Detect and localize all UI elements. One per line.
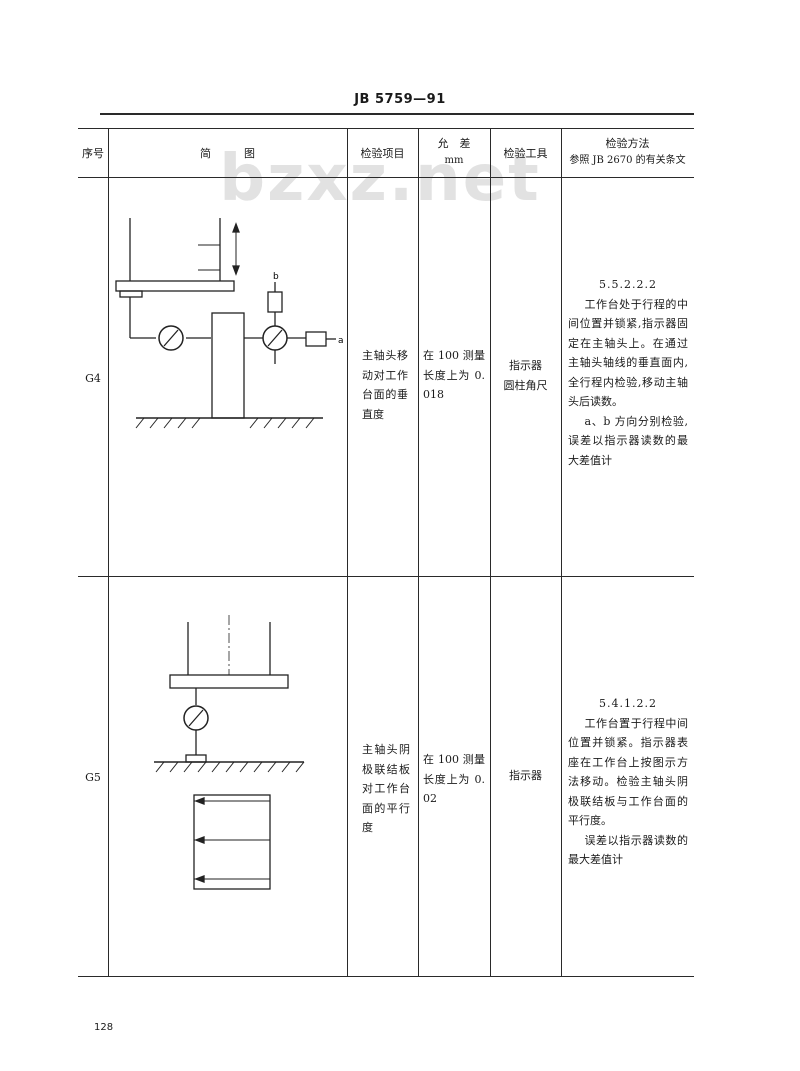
row-g4-method-clause: 5.5.2.2.2 [599, 278, 657, 291]
col-divider-tolerance [490, 128, 491, 976]
col-divider-seq [108, 128, 109, 976]
g4-label-b: b [273, 272, 279, 282]
col-header-tool: 检验工具 [503, 147, 548, 160]
row-g5-method-p1: 工作台置于行程中间位置并锁紧。指示器表座在工作台上按图示方法移动。检验主轴头阴极… [568, 716, 688, 828]
row-g4-method-p2: a、b 方向分别检验,误差以指示器读数的最大差值计 [568, 414, 688, 467]
col-header-method-ref: 参照 JB 2670 的有关条文 [569, 155, 686, 166]
col-header-seq: 序号 [82, 147, 104, 160]
standard-number: JB 5759—91 [354, 92, 446, 107]
col-header-tolerance-label: 允 差 [437, 137, 471, 150]
row-g4-tolerance: 在 100 测量长度上为 0.018 [423, 349, 485, 401]
row-g4-method-p1: 工作台处于行程的中间位置并锁紧,指示器固定在主轴头上。在通过主轴头轴线的垂直面内… [568, 297, 688, 409]
col-divider-tool [561, 128, 562, 976]
row-g5-item: 主轴头阴极联结板对工作台面的平行度 [362, 743, 410, 834]
header-top-border [78, 128, 694, 129]
g5-sketch-diagram [154, 615, 305, 890]
col-header-item: 检验项目 [360, 147, 405, 160]
g4-sketch-diagram: b a [115, 218, 344, 429]
row-g5-seq: G5 [85, 771, 101, 784]
row-g4-item: 主轴头移动对工作台面的垂直度 [362, 349, 408, 421]
page-number: 128 [94, 1022, 114, 1033]
watermark-text: bzxz.net [219, 142, 541, 216]
col-header-tolerance: 允 差 mm [418, 135, 490, 169]
row-divider [78, 576, 694, 577]
col-divider-sketch [347, 128, 348, 976]
col-header-sketch: 简 图 [200, 147, 255, 160]
row-g4-seq: G4 [85, 372, 101, 385]
row-g4-tool-1: 指示器 [509, 359, 542, 372]
row-g4-tool-2: 圆柱角尺 [503, 378, 548, 392]
header-bottom-border [78, 177, 694, 178]
row-g5-tolerance: 在 100 测量长度上为 0.02 [423, 753, 485, 805]
col-header-method: 检验方法 参照 JB 2670 的有关条文 [561, 135, 694, 169]
row-g5-method-p2: 误差以指示器读数的最大差值计 [568, 833, 688, 867]
row-g4-tool: 指示器 圆柱角尺 [490, 356, 561, 395]
col-header-method-label: 检验方法 [605, 137, 650, 150]
row-g5-method-clause: 5.4.1.2.2 [599, 697, 657, 710]
col-header-tolerance-unit: mm [444, 155, 464, 166]
row-g5-tool: 指示器 [509, 769, 542, 782]
row-g4-method: 5.5.2.2.2 工作台处于行程的中间位置并锁紧,指示器固定在主轴头上。在通过… [568, 275, 688, 470]
top-rule [100, 113, 694, 115]
table-bottom-border [78, 976, 694, 977]
row-g5-method: 5.4.1.2.2 工作台置于行程中间位置并锁紧。指示器表座在工作台上按图示方法… [568, 694, 688, 870]
col-divider-item [418, 128, 419, 976]
g4-label-a: a [338, 336, 344, 346]
